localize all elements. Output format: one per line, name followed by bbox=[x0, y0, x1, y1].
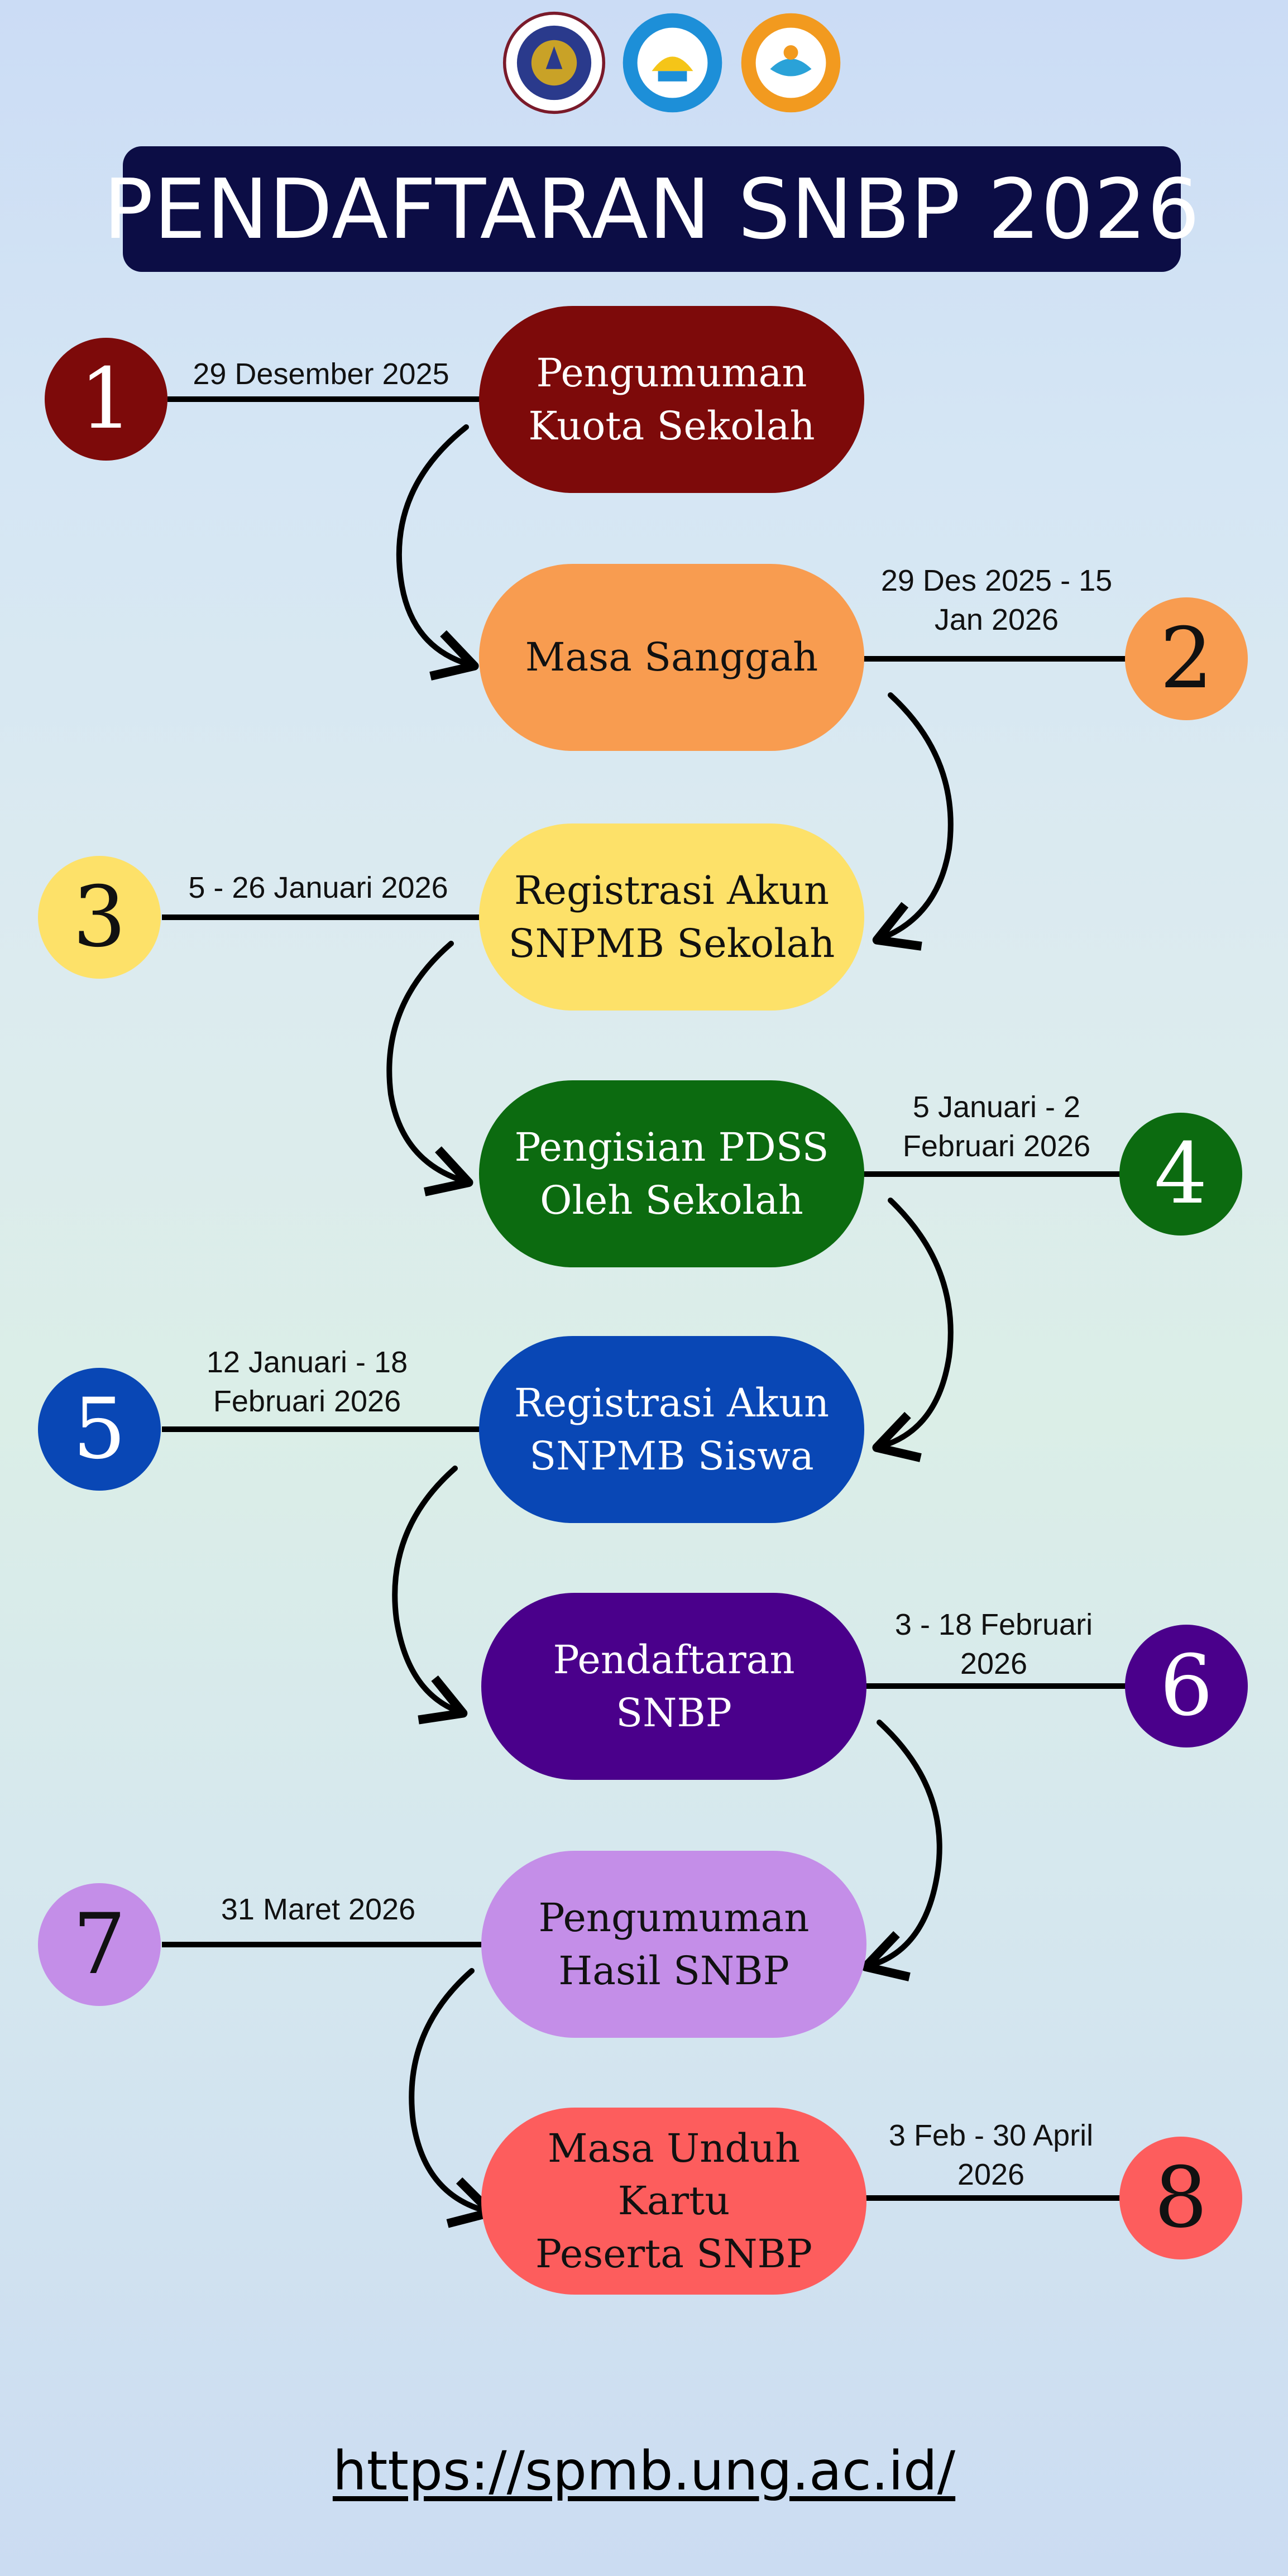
step-number: 1 bbox=[79, 351, 133, 448]
step-box-7: Pengumuman Hasil SNBP bbox=[481, 1851, 866, 2038]
step-box-6: Pendaftaran SNBP bbox=[481, 1593, 866, 1780]
step-date-6: 3 - 18 Februari 2026 bbox=[894, 1608, 1093, 1681]
step-box-8: Masa Unduh Kartu Peserta SNBP bbox=[481, 2108, 866, 2295]
step-number: 4 bbox=[1154, 1126, 1208, 1223]
logo-row bbox=[502, 11, 843, 117]
step-label: Pengumuman Kuota Sekolah bbox=[528, 350, 815, 449]
step-number: 5 bbox=[73, 1381, 126, 1478]
step-number: 8 bbox=[1154, 2149, 1208, 2247]
step-date-5: 12 Januari - 18 Februari 2026 bbox=[206, 1346, 408, 1419]
step-date-2: 29 Des 2025 - 15 Jan 2026 bbox=[880, 564, 1113, 637]
step-badge-4: 4 bbox=[1119, 1113, 1242, 1236]
flow-arrow-4-5 bbox=[872, 1198, 954, 1462]
step-badge-7: 7 bbox=[38, 1883, 161, 2006]
page-title: PENDAFTARAN SNBP 2026 bbox=[103, 161, 1200, 257]
flow-arrow-7-8 bbox=[409, 1968, 496, 2228]
step-box-5: Registrasi Akun SNPMB Siswa bbox=[479, 1336, 864, 1523]
step-date-1: 29 Desember 2025 bbox=[193, 357, 449, 391]
step-number: 7 bbox=[73, 1896, 126, 1993]
title-banner: PENDAFTARAN SNBP 2026 bbox=[103, 146, 1200, 272]
step-badge-5: 5 bbox=[38, 1368, 161, 1491]
step-box-1: Pengumuman Kuota Sekolah bbox=[479, 306, 864, 493]
step-date-8: 3 Feb - 30 April 2026 bbox=[888, 2119, 1094, 2192]
flow-arrow-3-4 bbox=[386, 941, 473, 1196]
flow-arrow-6-7 bbox=[861, 1720, 942, 1981]
step-label: Pendaftaran SNBP bbox=[553, 1637, 795, 1736]
flow-arrow-2-3 bbox=[872, 692, 954, 951]
tut-wuri-handayani-logo bbox=[621, 11, 724, 114]
step-label: Registrasi Akun SNPMB Siswa bbox=[514, 1380, 830, 1479]
step-number: 3 bbox=[73, 869, 126, 966]
step-label: Pengumuman Hasil SNBP bbox=[538, 1895, 810, 1994]
step-label: Masa Sanggah bbox=[525, 634, 818, 681]
step-date-3: 5 - 26 Januari 2026 bbox=[188, 871, 448, 904]
step-badge-6: 6 bbox=[1125, 1625, 1248, 1747]
step-date-4: 5 Januari - 2 Februari 2026 bbox=[902, 1090, 1091, 1163]
step-badge-1: 1 bbox=[45, 338, 167, 461]
step-number: 6 bbox=[1160, 1637, 1213, 1735]
flow-arrow-5-6 bbox=[392, 1466, 468, 1725]
ung-seal-logo bbox=[502, 11, 606, 114]
diktisaintek-berdampak-logo bbox=[739, 11, 842, 114]
website-link[interactable]: https://spmb.ung.ac.id/ bbox=[332, 2440, 956, 2502]
step-badge-3: 3 bbox=[38, 856, 161, 979]
flow-arrow-1-2 bbox=[396, 424, 479, 681]
step-box-4: Pengisian PDSS Oleh Sekolah bbox=[479, 1080, 864, 1267]
step-label: Masa Unduh Kartu Peserta SNBP bbox=[535, 2125, 813, 2277]
step-label: Registrasi Akun SNPMB Sekolah bbox=[508, 868, 835, 966]
step-box-2: Masa Sanggah bbox=[479, 564, 864, 751]
step-date-7: 31 Maret 2026 bbox=[221, 1893, 416, 1926]
step-badge-2: 2 bbox=[1125, 597, 1248, 720]
step-badge-8: 8 bbox=[1119, 2137, 1242, 2259]
step-label: Pengisian PDSS Oleh Sekolah bbox=[514, 1124, 829, 1223]
step-box-3: Registrasi Akun SNPMB Sekolah bbox=[479, 823, 864, 1011]
step-number: 2 bbox=[1160, 610, 1213, 707]
